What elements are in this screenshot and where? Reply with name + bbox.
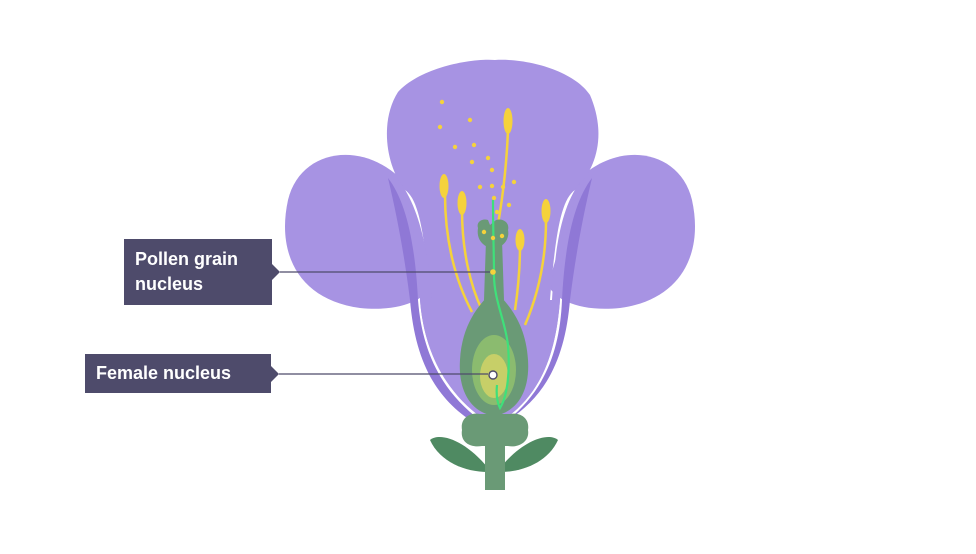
stem	[485, 440, 505, 490]
stamen-filament	[513, 244, 522, 311]
anthers	[439, 108, 551, 251]
anther	[541, 199, 551, 223]
sepal-right	[500, 437, 558, 472]
pollen-grain-nucleus-dot	[490, 269, 496, 275]
stamen-filament	[460, 209, 484, 311]
label-pollen-grain-nucleus: Pollen grain nucleus	[124, 239, 280, 305]
anther	[515, 229, 525, 251]
stamen-filament	[443, 194, 474, 313]
label-female-nucleus: Female nucleus	[85, 354, 279, 393]
female-nucleus-dot	[488, 370, 498, 380]
pollen-tube	[491, 199, 510, 411]
stigma-pollen	[481, 229, 505, 241]
anther	[457, 191, 467, 215]
stamen-filament	[523, 219, 548, 326]
anther	[439, 174, 449, 198]
anther	[503, 108, 513, 134]
sepal-left	[430, 437, 488, 472]
receptacle	[461, 413, 529, 447]
